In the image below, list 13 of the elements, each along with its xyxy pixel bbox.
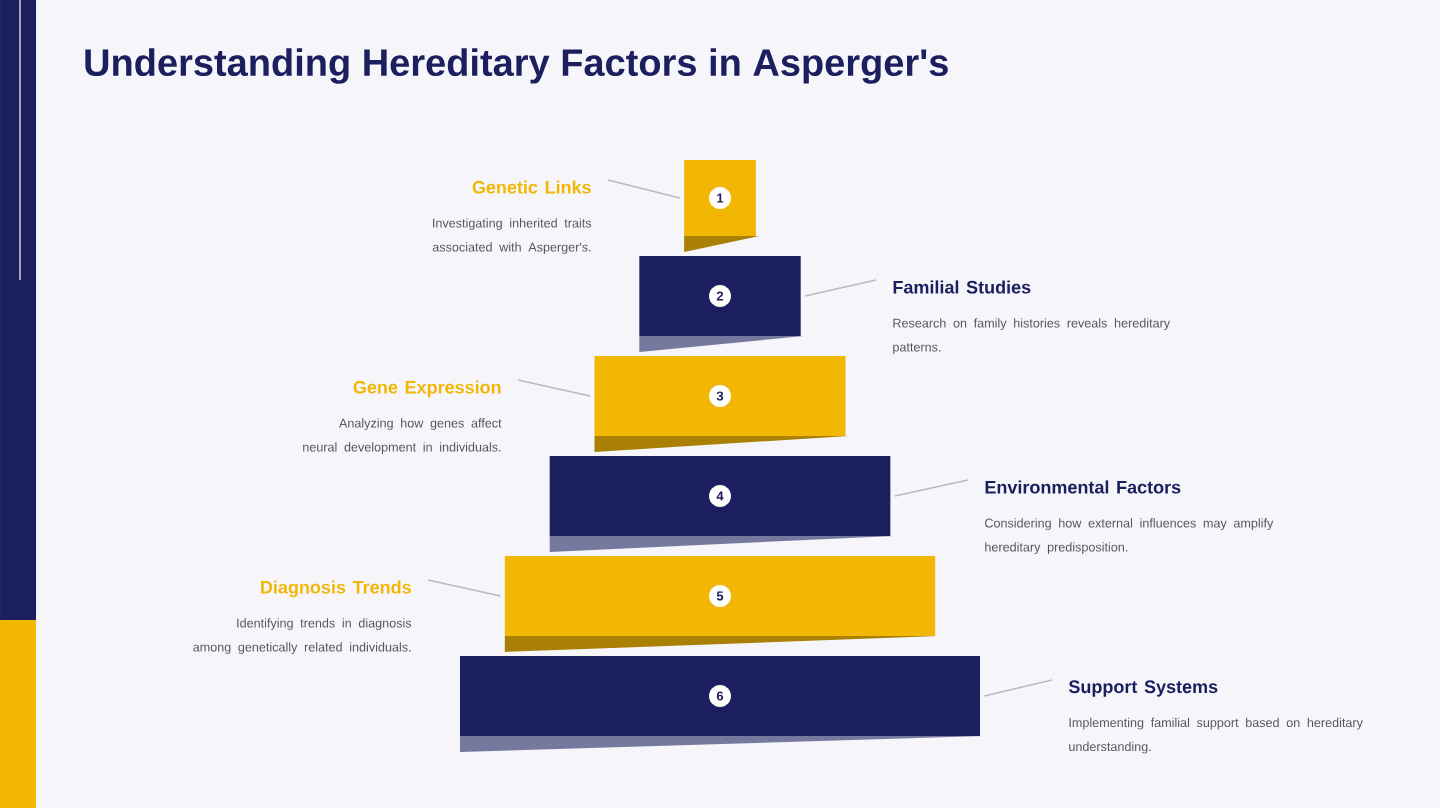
leader-line (427, 579, 502, 597)
title: Understanding Hereditary Factors in Asperger's (85, 48, 948, 84)
heading: Gene Expression (353, 380, 501, 398)
heading: Genetic Links (472, 180, 591, 194)
heading: Environmental Factors (985, 480, 1181, 494)
heading: Support Systems (1068, 680, 1218, 697)
leader-line (607, 179, 681, 199)
leader-line (894, 479, 969, 497)
leader-line (983, 679, 1053, 697)
leader-line (804, 279, 877, 297)
leader-line (517, 379, 591, 397)
heading: Diagnosis Trends (261, 580, 411, 598)
heading: Familial Studies (893, 280, 1031, 294)
